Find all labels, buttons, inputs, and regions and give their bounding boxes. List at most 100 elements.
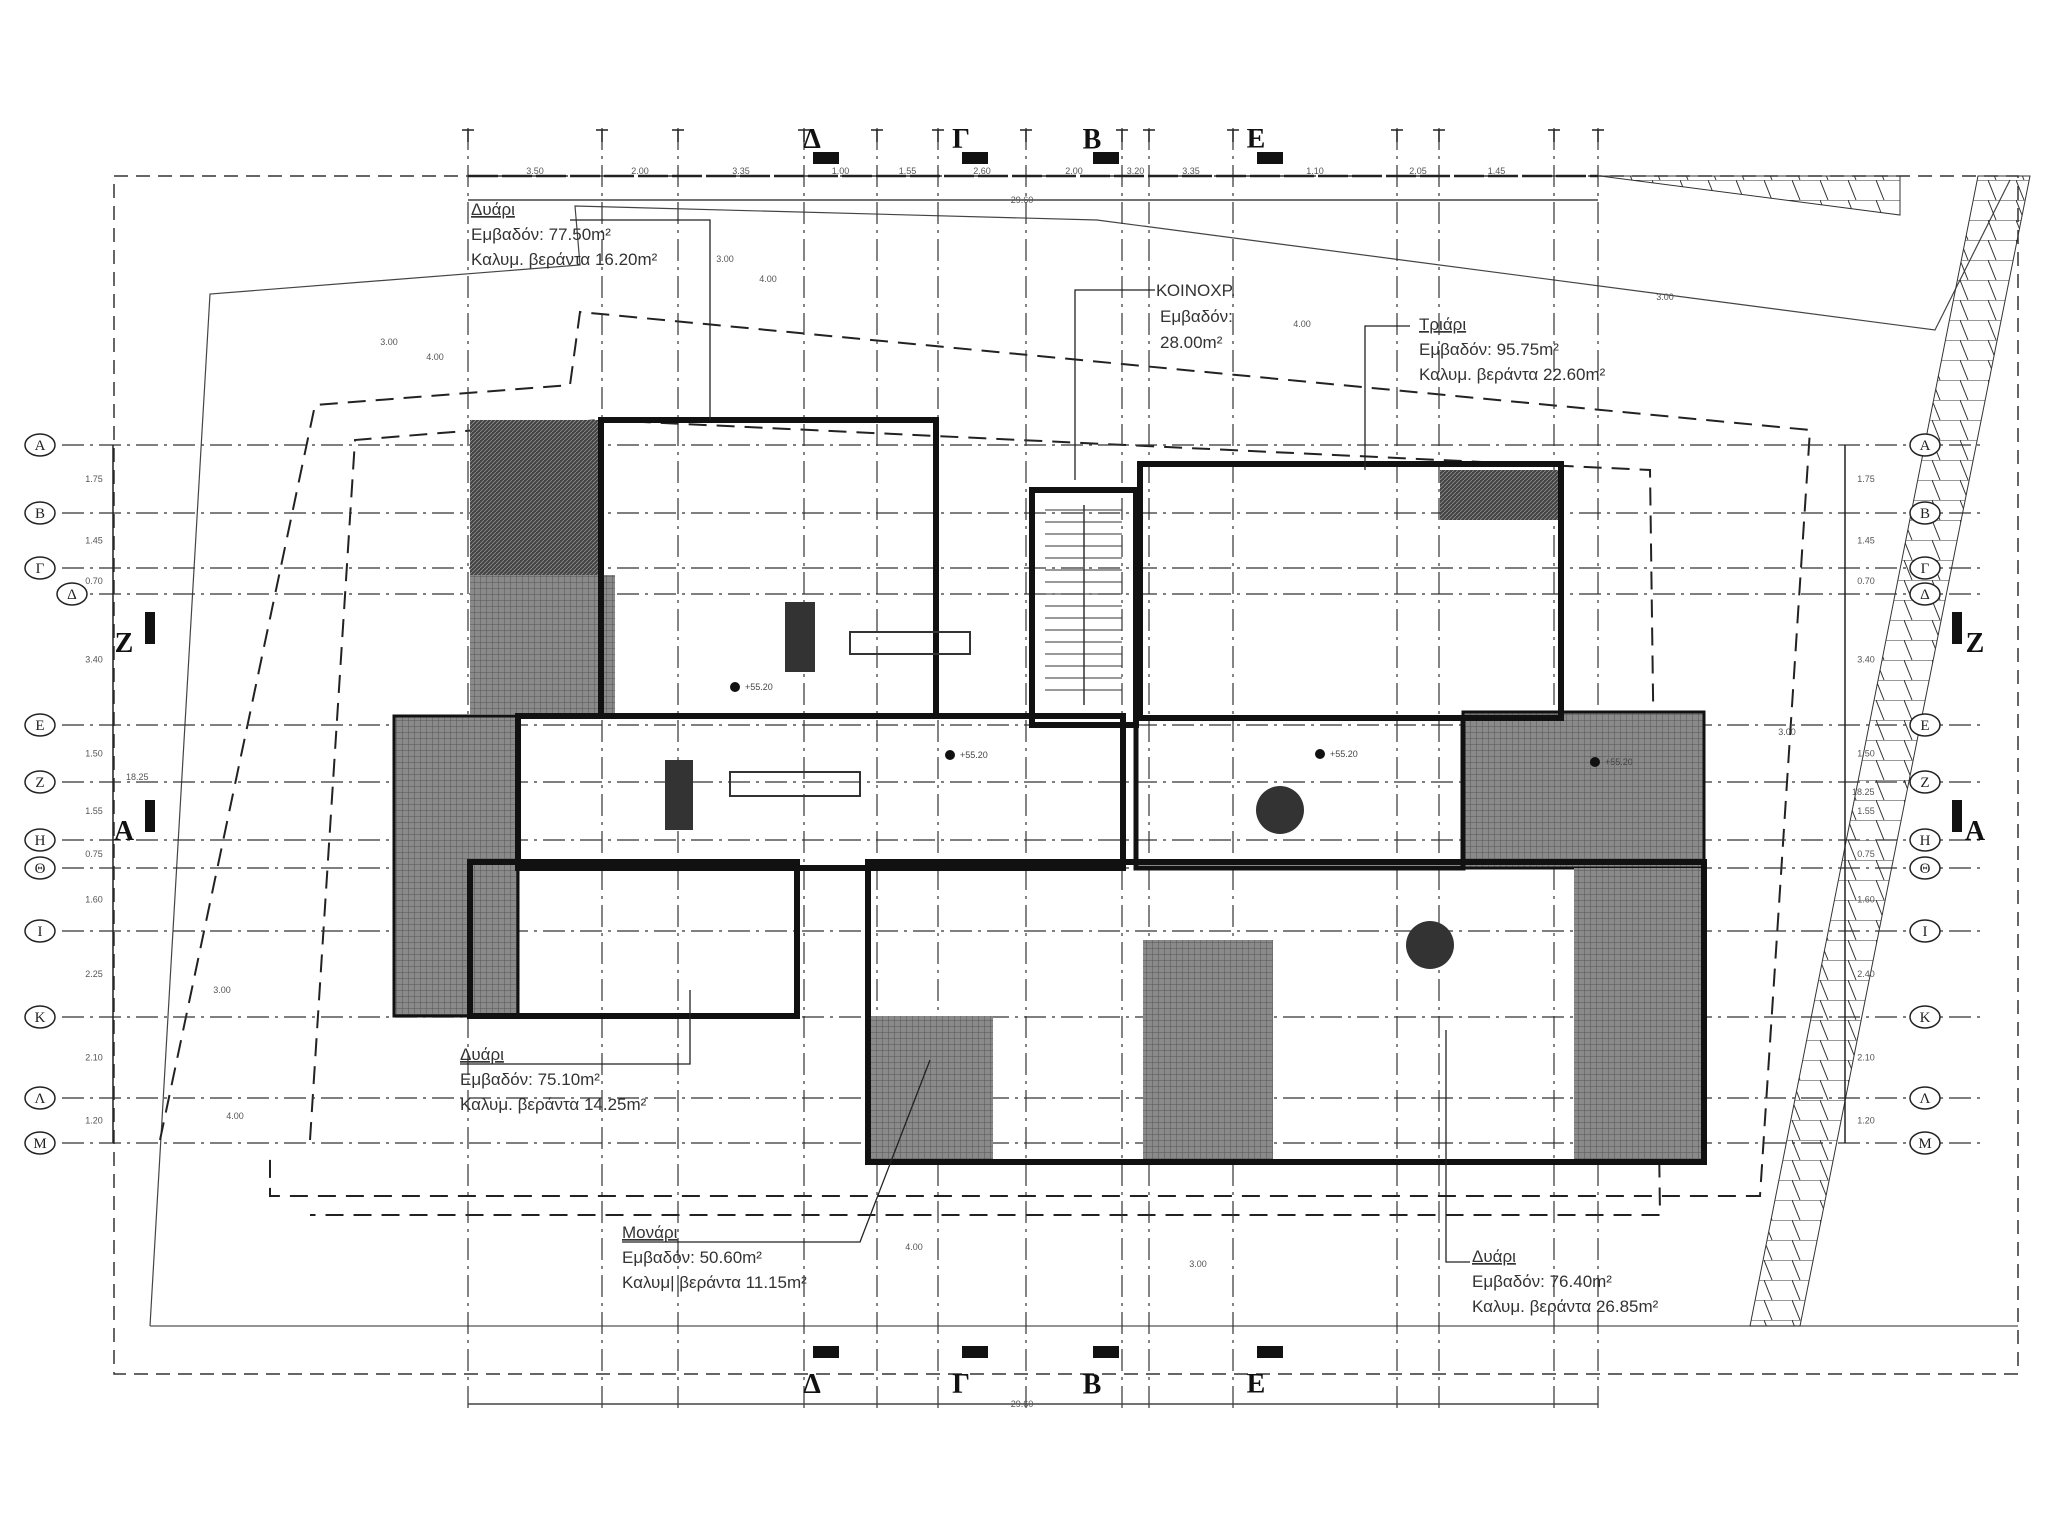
dining-table xyxy=(665,760,693,830)
terrace-bottom-mid xyxy=(1143,940,1273,1162)
apartment-veranda: Καλυμ. βεράντα 14.25m² xyxy=(460,1095,647,1114)
grid-row-bubble-right xyxy=(1909,713,1941,737)
grid-column-tick xyxy=(672,129,684,142)
elevation-label: +55.20 xyxy=(1330,749,1358,759)
row-dimension-right: 2.10 xyxy=(1857,1053,1875,1063)
grid-row-label: Ε xyxy=(1920,718,1929,734)
grid-row-label: Λ xyxy=(1920,1091,1931,1107)
elevation-label: +55.20 xyxy=(960,750,988,760)
grid-column-tick xyxy=(596,129,608,142)
row-dimension-left: 1.20 xyxy=(85,1116,103,1126)
grid-row-label: Β xyxy=(1920,506,1930,522)
section-marker-label: Δ xyxy=(803,1369,821,1400)
row-dimension-right: 1.60 xyxy=(1857,895,1875,905)
retaining-wall-hatch xyxy=(1599,175,1901,216)
section-marker-label: Ζ xyxy=(1966,628,1985,659)
grid-row-bubble-right xyxy=(1909,1131,1941,1155)
section-marker-flag xyxy=(962,1346,988,1358)
setback-dimension: 4.00 xyxy=(426,352,444,362)
section-marker-label: Ε xyxy=(1247,1369,1266,1400)
grid-column-tick xyxy=(871,129,883,142)
row-dimension-left: 2.25 xyxy=(85,969,103,979)
grid-column-tick xyxy=(1433,129,1445,142)
grid-row-label: Ε xyxy=(35,718,44,734)
grid-column-tick xyxy=(1020,129,1032,142)
grid-column-tick xyxy=(798,129,810,142)
elevation-marker-icon xyxy=(1590,757,1600,767)
dining-table xyxy=(1406,921,1454,969)
column-dimension: 1.00 xyxy=(832,166,850,176)
grid-row-label: Θ xyxy=(1920,861,1931,877)
grid-row-label: Λ xyxy=(35,1091,46,1107)
grid-row-label: Κ xyxy=(35,1010,46,1026)
grid-row-label: Δ xyxy=(67,587,77,603)
grid-row-label: Ζ xyxy=(35,775,44,791)
section-marker-label: Γ xyxy=(952,124,970,155)
row-dimension-left: 1.60 xyxy=(85,895,103,905)
column-dimension: 1.10 xyxy=(1306,166,1324,176)
section-marker-flag xyxy=(145,612,155,644)
apartment-area: Εμβαδόν: 50.60m² xyxy=(622,1248,762,1267)
row-dimension-left: 3.40 xyxy=(85,655,103,665)
grid-column-tick xyxy=(1143,129,1155,142)
apartment-type: Δυάρι xyxy=(471,200,515,219)
section-marker-flag xyxy=(813,152,839,164)
grid-row-bubble-left xyxy=(24,1131,56,1155)
kitchen-counter xyxy=(729,771,861,797)
apartment-veranda: Καλυμ| βεράντα 11.15m² xyxy=(622,1273,807,1292)
section-marker-flag xyxy=(1952,612,1962,644)
common-area-label: Εμβαδόν: xyxy=(1160,307,1233,326)
slope-strip xyxy=(1749,175,2031,1327)
section-marker-flag xyxy=(1093,152,1119,164)
terrace-bottom-left xyxy=(868,1016,993,1162)
grid-row-bubble-left xyxy=(24,1005,56,1029)
row-dimension-right: 1.45 xyxy=(1857,536,1875,546)
apartment-type: Τριάρι xyxy=(1419,315,1466,334)
elevation-label: +55.20 xyxy=(745,682,773,692)
row-dimension-left: 0.70 xyxy=(85,576,103,586)
section-marker-label: Ζ xyxy=(115,628,134,659)
leader-line xyxy=(622,1059,931,1243)
stair-core xyxy=(1029,487,1139,728)
grid-row-label: Κ xyxy=(1920,1010,1931,1026)
row-dimension-left: 2.10 xyxy=(85,1053,103,1063)
setback-dimension: 4.00 xyxy=(226,1111,244,1121)
grid-row-bubble-right xyxy=(1909,770,1941,794)
grid-row-label: Μ xyxy=(33,1136,46,1152)
row-dimension-left: 0.75 xyxy=(85,849,103,859)
leader-line xyxy=(1074,289,1155,480)
grid-row-label: Η xyxy=(35,833,46,849)
terrace-left-mid xyxy=(470,575,615,715)
grid-column-tick xyxy=(932,129,944,142)
setback-dimension: 3.00 xyxy=(213,985,231,995)
section-marker-label: Δ xyxy=(803,124,821,155)
grid-row-bubble-right xyxy=(1909,828,1941,852)
grid-column-tick xyxy=(1116,129,1128,142)
row-dimension-left: 1.50 xyxy=(85,749,103,759)
row-dimension-left: 1.75 xyxy=(85,474,103,484)
elevation-marker-icon xyxy=(1315,749,1325,759)
apartment-type: Δυάρι xyxy=(460,1045,504,1064)
dining-table xyxy=(785,602,815,672)
grid-row-bubble-left xyxy=(24,433,56,457)
grid-row-bubble-right xyxy=(1909,1086,1941,1110)
apartment-type: Δυάρι xyxy=(1472,1247,1516,1266)
stairs xyxy=(1045,505,1122,705)
building-footprint xyxy=(392,417,1707,1165)
row-dimension-right: 3.40 xyxy=(1857,655,1875,665)
section-marker-flag xyxy=(1257,152,1283,164)
leader-line xyxy=(460,990,691,1065)
grid-row-bubble-right xyxy=(1909,556,1941,580)
section-marker-label: Α xyxy=(114,816,135,847)
section-marker-label: Β xyxy=(1083,1369,1102,1400)
section-marker-flag xyxy=(1952,800,1962,832)
grid-row-label: Γ xyxy=(1921,561,1930,577)
row-dimension-left: 1.45 xyxy=(85,536,103,546)
setback-dimension: 4.00 xyxy=(1293,319,1311,329)
setback-line-3m xyxy=(159,310,1812,1197)
grid-row-bubble-left xyxy=(24,713,56,737)
kitchen-counter xyxy=(849,631,971,655)
leader-line xyxy=(1445,1030,1470,1263)
grid-row-label: Γ xyxy=(36,561,45,577)
